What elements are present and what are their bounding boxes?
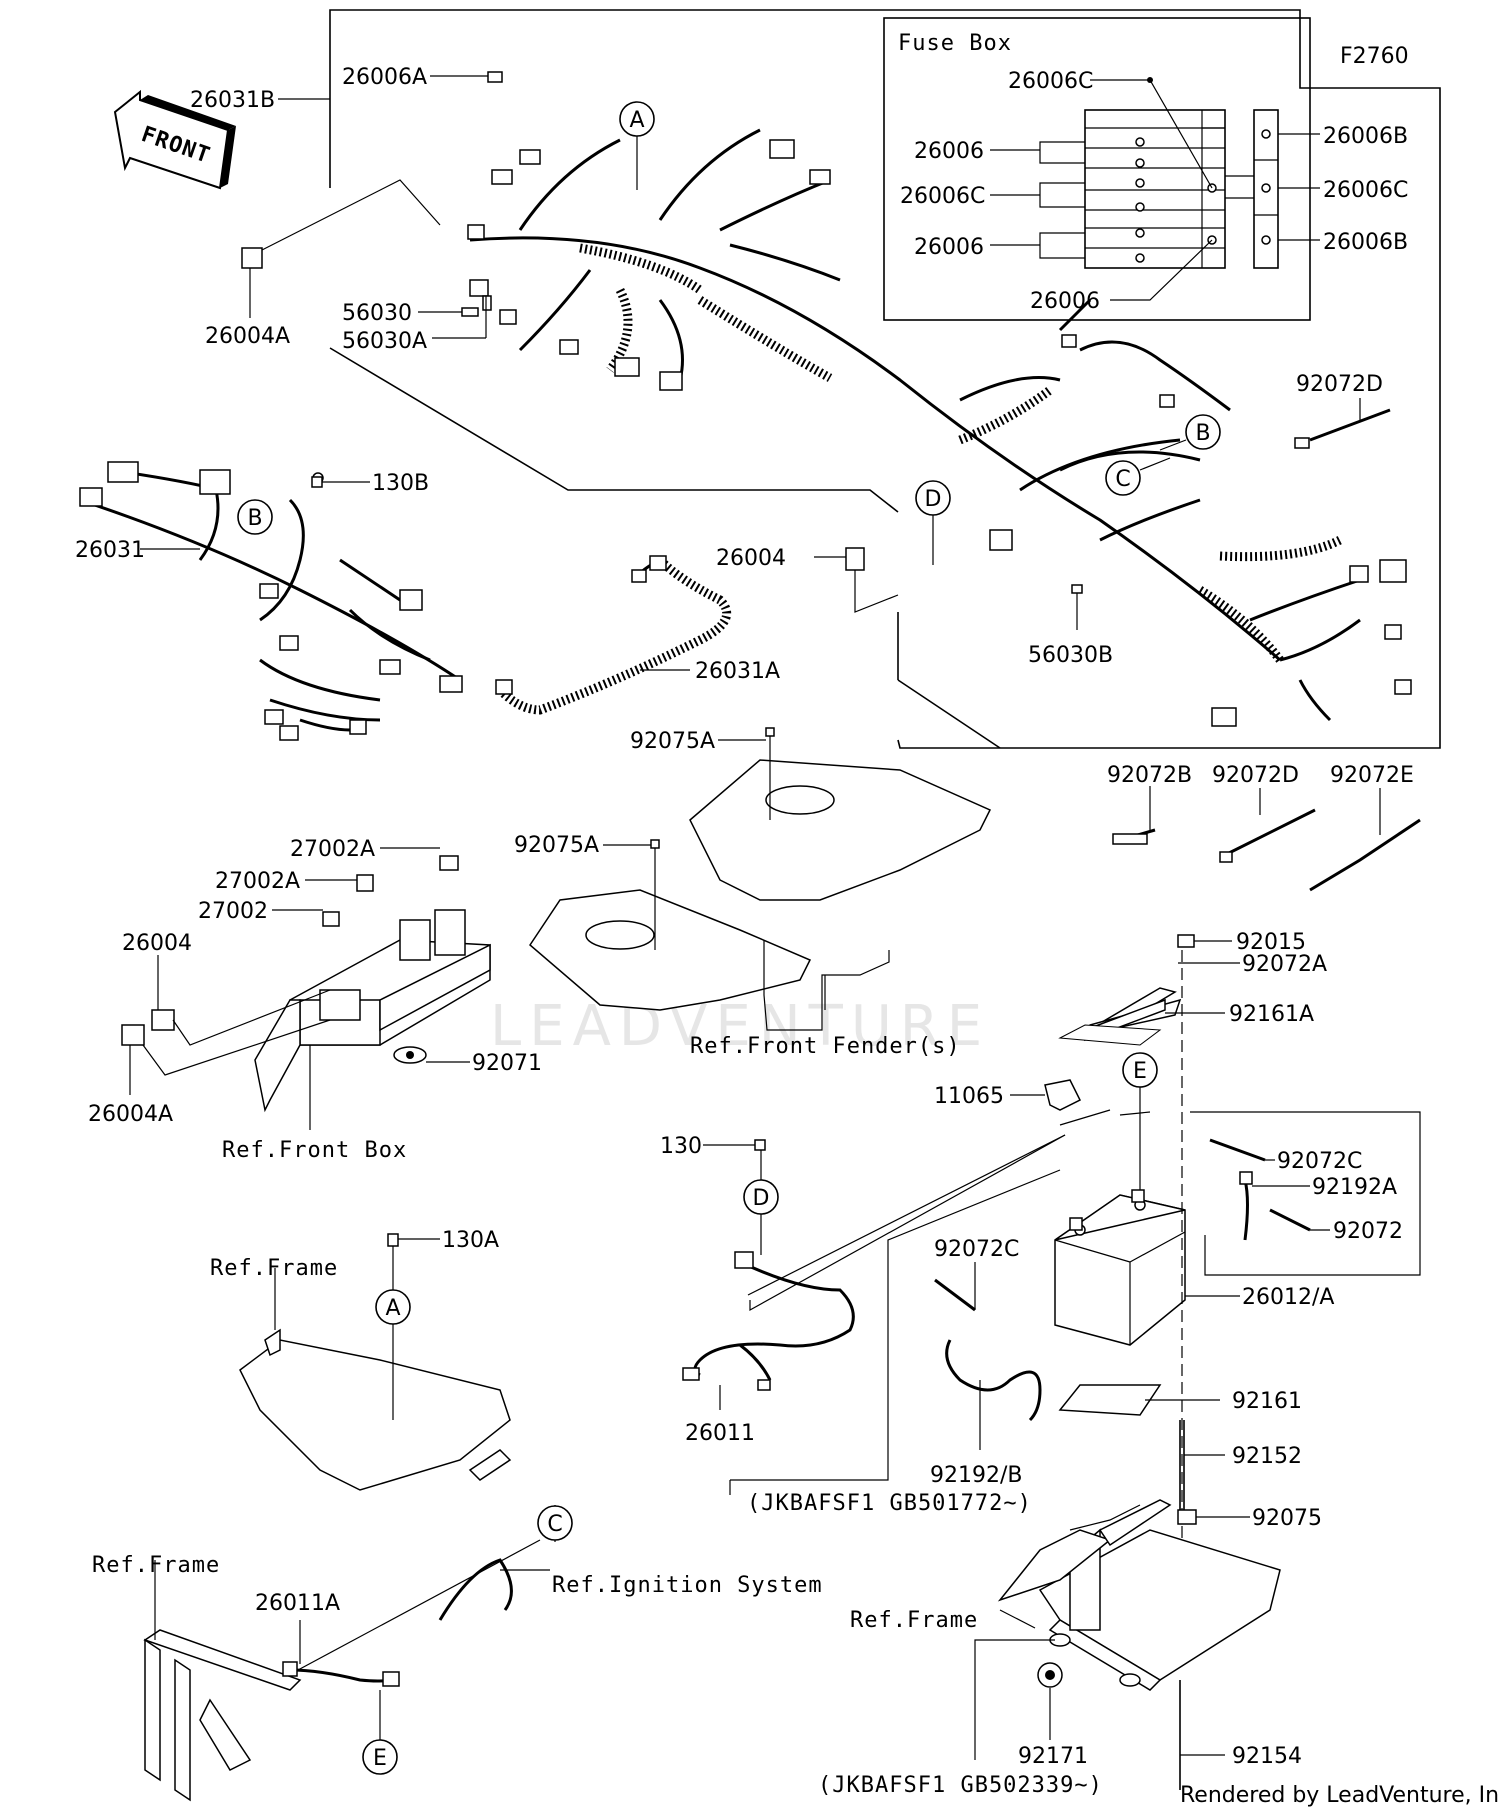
front-arrow-icon: FRONT [113,89,236,190]
callout-130: 130 [660,1134,702,1159]
svg-text:C: C [1115,467,1130,492]
svg-text:B: B [247,506,262,531]
battery-assembly [934,934,1421,1790]
watermark: LEADVENTURE [490,994,990,1059]
callout-92072: 92072 [1333,1219,1403,1244]
ref-frame-right: Ref.Frame [850,1608,978,1633]
group-outline [329,9,1441,749]
battery-tray [974,1499,1281,1760]
callout-92171: 92171 [1018,1744,1088,1769]
svg-text:D: D [753,1186,770,1211]
callout-92072d: 92072D [1296,372,1383,397]
serial-note-1: (JKBAFSF1 GB501772~) [747,1491,1032,1516]
fuse-label: 26006B [1323,230,1408,255]
svg-text:A: A [629,108,644,133]
callout-26004a: 26004A [88,1102,173,1127]
callout-92192b: 92192/B [930,1463,1023,1488]
ref-frame-bottom: Ref.Frame [92,1553,220,1578]
sub-harness-26031 [79,461,463,741]
fuse-label: 26006C [1008,69,1093,94]
figure-code: F2760 [1340,44,1409,69]
fuse-label: 26006B [1323,124,1408,149]
harness-26031a [495,555,732,715]
callout-27002a: 27002A [290,837,375,862]
ref-frame-middle: Ref.Frame [210,1256,338,1281]
cable-26011 [682,1134,1066,1495]
callout-56030a: 56030A [342,329,427,354]
callout-92192a: 92192A [1312,1175,1397,1200]
svg-text:C: C [547,1512,562,1537]
frame-left-bottom [143,1505,556,1802]
callout-92072b: 92072B [1107,763,1192,788]
svg-text:E: E [373,1746,387,1771]
fuse-box-frame [883,17,1320,321]
svg-text:E: E [1133,1059,1147,1084]
marker-e-battery: E [1122,1052,1158,1190]
front-fenders [529,727,992,1031]
svg-text:A: A [385,1296,400,1321]
callout-92072e: 92072E [1330,763,1414,788]
callout-92072d: 92072D [1212,763,1299,788]
callout-27002: 27002 [198,899,268,924]
callout-11065: 11065 [934,1084,1004,1109]
callout-26012a: 26012/A [1242,1285,1334,1310]
callout-130b: 130B [372,471,429,496]
front-box [254,855,491,1113]
callout-26031a: 26031A [695,659,780,684]
cable-ties [1112,408,1421,892]
svg-text:B: B [1195,421,1210,446]
callout-26004: 26004 [716,546,786,571]
callout-56030b: 56030B [1028,643,1113,668]
callout-92072a: 92072A [1242,952,1327,977]
fuse-label: 26006 [914,139,984,164]
callout-26004: 26004 [122,931,192,956]
ref-front-fenders: Ref.Front Fender(s) [690,1034,961,1059]
callout-92072c: 92072C [1277,1149,1362,1174]
svg-text:D: D [925,487,942,512]
serial-note-2: (JKBAFSF1 GB502339~) [818,1773,1103,1798]
marker-c-ignition: C [537,1505,573,1541]
callout-92015: 92015 [1236,930,1306,955]
callout-92161: 92161 [1232,1389,1302,1414]
callout-92072c: 92072C [934,1237,1019,1262]
callout-92161a: 92161A [1229,1002,1314,1027]
marker-b-sub: B [237,499,273,535]
footer-credit: Rendered by LeadVenture, Inc. [1180,1783,1500,1808]
ref-ignition-system: Ref.Ignition System [552,1573,823,1598]
marker-d-cable: D [743,1179,779,1215]
callout-92075a: 92075A [514,833,599,858]
callout-26004a: 26004A [205,324,290,349]
callout-92075a: 92075A [630,729,715,754]
main-harness-26031b [467,128,1412,727]
callout-26011: 26011 [685,1421,755,1446]
fuse-box-title: Fuse Box [898,31,1012,56]
marker-a-frame: A [375,1289,411,1325]
callout-26031b: 26031B [190,88,275,113]
fuse-label: 26006 [1030,289,1100,314]
callout-92152: 92152 [1232,1444,1302,1469]
marker-e-ignition: E [362,1739,398,1775]
fuse-label: 26006C [900,184,985,209]
ref-front-box: Ref.Front Box [222,1138,407,1163]
frame-left-middle [239,1233,512,1491]
callout-92154: 92154 [1232,1744,1302,1769]
callout-27002a: 27002A [215,869,300,894]
marker-c-harness: C [1105,457,1171,496]
callout-56030: 56030 [342,301,412,326]
callout-26031: 26031 [75,538,145,563]
callout-26006a: 26006A [342,65,427,90]
callout-130a: 130A [442,1228,499,1253]
marker-b-harness: B [1159,414,1221,451]
callout-26011a: 26011A [255,1591,340,1616]
fuse-label: 26006C [1323,178,1408,203]
marker-a-top: A [619,101,655,190]
callout-92075: 92075 [1252,1506,1322,1531]
marker-d-harness: D [915,480,951,565]
callout-92071: 92071 [472,1051,542,1076]
fuse-label: 26006 [914,235,984,260]
